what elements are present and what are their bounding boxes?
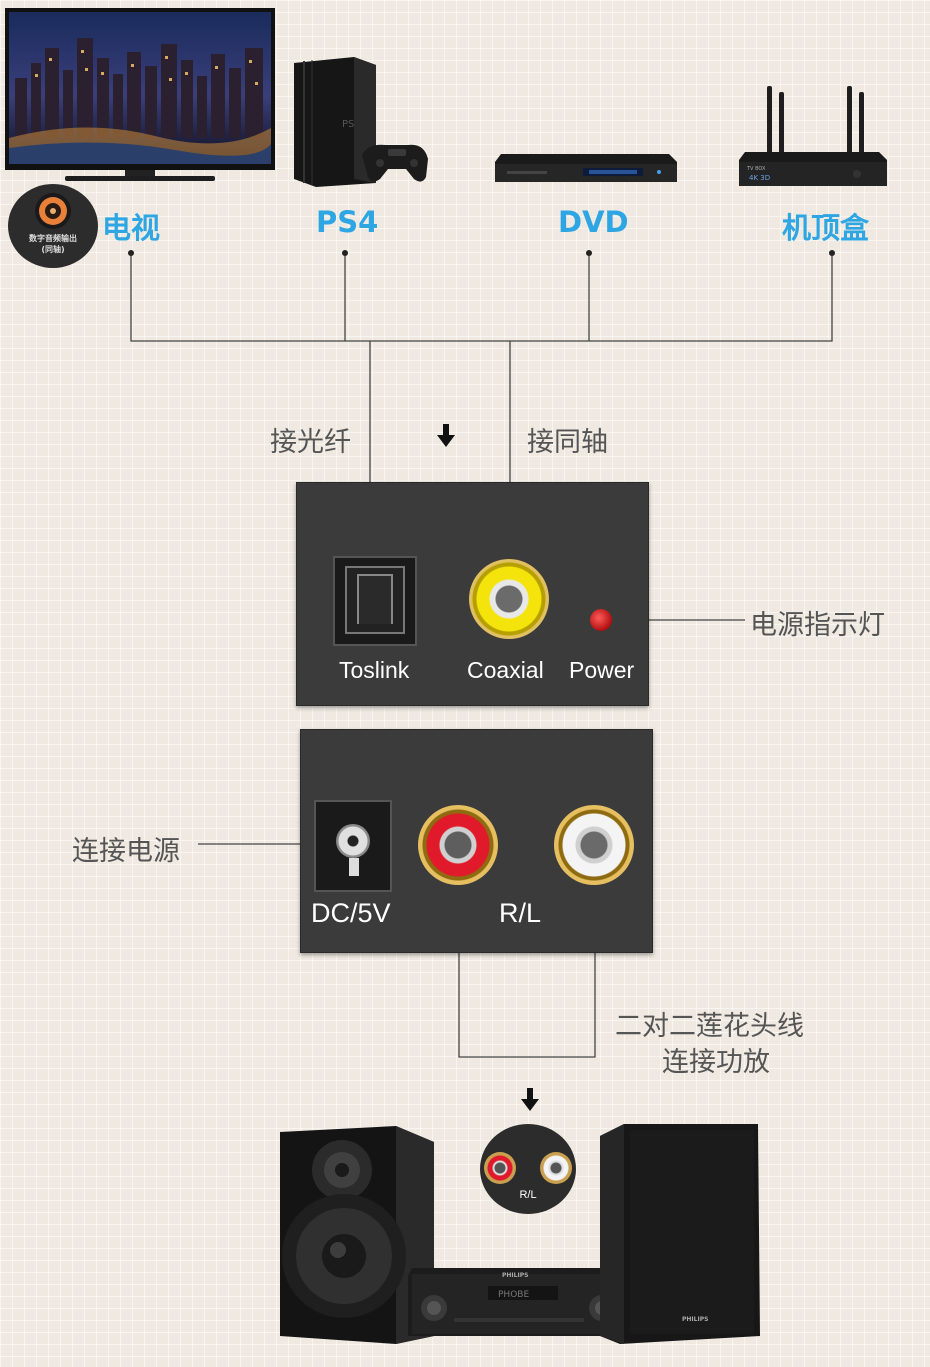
converter-output-panel: DC/5V R/L [300, 729, 653, 953]
dc-power-label: 连接电源 [72, 836, 180, 867]
coaxial-connection-label: 接同轴 [527, 427, 608, 458]
svg-text:TV BOX: TV BOX [746, 166, 766, 172]
settop-box-label: 机顶盒 [782, 211, 870, 245]
ps4-device: PS [290, 55, 430, 190]
ps4-label: PS4 [316, 205, 379, 239]
amplifier-rl-inset: R/L [480, 1124, 576, 1214]
amp-rca-white-port [540, 1152, 572, 1184]
dc-label: DC/5V [311, 898, 391, 928]
rca-cable-label-line2: 连接功放 [662, 1047, 770, 1078]
svg-text:4K 3D: 4K 3D [749, 174, 770, 182]
power-led-label: 电源指示灯 [750, 610, 885, 641]
coaxial-port-label: Coaxial [467, 657, 544, 683]
settop-connector-dot [829, 250, 835, 256]
rca-right-red-port [418, 805, 498, 885]
power-label: Power [569, 657, 635, 683]
amp-rl-label: R/L [519, 1189, 537, 1201]
rca-cable-label-line1: 二对二莲花头线 [615, 1011, 804, 1042]
receiver-brand: PHILIPS [502, 1272, 529, 1279]
toslink-label: Toslink [339, 657, 410, 683]
svg-text:PS: PS [342, 119, 354, 130]
power-led [590, 609, 612, 631]
rl-label: R/L [499, 898, 542, 928]
dc-power-port [314, 800, 392, 892]
down-arrow-icon [521, 1088, 539, 1111]
dvd-label: DVD [558, 205, 629, 239]
rca-left-white-port [554, 805, 634, 885]
tv-connector-dot [128, 250, 134, 256]
dvd-connector-dot [586, 250, 592, 256]
converter-input-panel: Toslink Coaxial Power [296, 482, 649, 706]
tv-label: 电视 [102, 211, 161, 245]
speaker-brand: PHILIPS [682, 1316, 709, 1323]
tv-badge-text: 数字音频输出 (同轴) [29, 234, 77, 254]
coaxial-port [469, 559, 549, 639]
tv-device [5, 8, 275, 183]
settop-box-device: TV BOX 4K 3D [737, 82, 889, 190]
svg-text:PHOBE: PHOBE [498, 1290, 529, 1300]
optical-label: 接光纤 [270, 427, 351, 458]
dvd-device [493, 152, 679, 188]
toslink-port [333, 556, 417, 646]
amp-rca-red-port [484, 1152, 516, 1184]
amplifier-system: PHOBE PHILIPS PHILIPS [278, 1122, 762, 1346]
tv-digital-audio-badge: 数字音频输出 (同轴) [7, 183, 99, 269]
down-arrow-icon [437, 424, 455, 447]
ps4-connector-dot [342, 250, 348, 256]
